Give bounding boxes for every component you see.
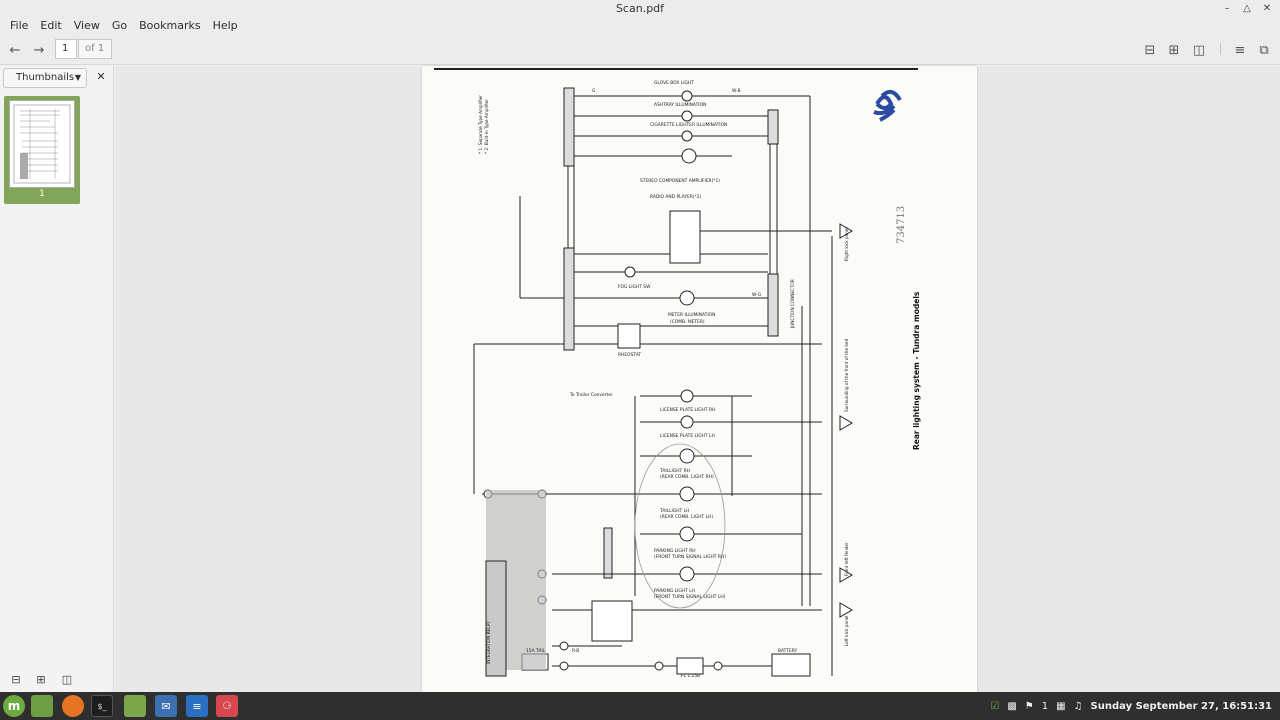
label-glove-box: GLOVE BOX LIGHT: [654, 80, 694, 86]
label-cigarette: CIGARETTE LIGHTER ILLUMINATION: [650, 122, 727, 128]
label-wire-r-b: R-B: [572, 648, 579, 654]
toolbar: ← → ⊟ ⊞ ◫ ≡ ⧉: [0, 34, 1280, 65]
window-title: Scan.pdf: [615, 2, 665, 15]
label-fusible-link: FL 1.25B: [681, 673, 700, 679]
wiring-diagram: GLOVE BOX LIGHT ASHTRAY ILLUMINATION CIG…: [434, 68, 921, 679]
close-sidebar-icon[interactable]: ✕: [96, 70, 106, 83]
network-icon[interactable]: ▦: [1056, 700, 1066, 712]
sidebar-zoom-out-icon[interactable]: ⊟: [11, 673, 21, 686]
label-right-kick: Right kick panel: [844, 227, 849, 261]
label-footnote-2: * 2: Built-in Type Amplifier: [484, 99, 489, 154]
label-taillight-rh-sub: (REAR COMB. LIGHT RH): [660, 474, 714, 480]
menu-bookmarks[interactable]: Bookmarks: [139, 19, 201, 32]
terminal-icon[interactable]: $_: [91, 695, 113, 717]
sidebar-mode-label: Thumbnails: [16, 72, 75, 83]
sidebar-zoom-controls: ⊟ ⊞ ◫: [0, 670, 114, 690]
label-meter: METER ILLUMINATION: [668, 312, 715, 318]
document-viewer-icon[interactable]: ⚆: [216, 695, 238, 717]
label-meter-sub: (COMB. METER): [670, 319, 705, 325]
label-fog: FOG LIGHT SW: [618, 284, 651, 290]
pdf-page: GLOVE BOX LIGHT ASHTRAY ILLUMINATION CIG…: [422, 66, 977, 692]
menu-bar: File Edit View Go Bookmarks Help: [0, 18, 1280, 34]
label-radio: RADIO AND PLAYER(*2): [650, 194, 702, 200]
menu-go[interactable]: Go: [111, 19, 128, 32]
menu-help[interactable]: Help: [212, 19, 238, 32]
show-desktop-icon[interactable]: [31, 695, 53, 717]
window-title-bar: Scan.pdf – △ ✕: [0, 0, 1280, 18]
document-view[interactable]: GLOVE BOX LIGHT ASHTRAY ILLUMINATION CIG…: [115, 66, 1280, 692]
notification-count: 1: [1041, 700, 1049, 712]
label-stereo: STEREO COMPONENT AMPLIFIER(*1): [640, 178, 720, 184]
toolbar-divider: [1220, 43, 1221, 55]
page-thumbnail[interactable]: 1: [4, 96, 80, 204]
sidebar-zoom-in-icon[interactable]: ⊞: [36, 673, 46, 686]
label-parking-lh: PARKING LIGHT LH: [654, 588, 695, 594]
label-license-lh: LICENSE PLATE LIGHT LH: [660, 433, 715, 439]
label-fuse: 15A TAIL: [526, 648, 546, 654]
chevron-down-icon: ▼: [74, 73, 81, 82]
notification-icon[interactable]: ⚑: [1024, 700, 1034, 712]
label-rheostat: RHEOSTAT: [618, 352, 641, 358]
label-wire-wb: W-B: [732, 88, 741, 94]
label-taillight-lh-sub: (REAR COMB. LIGHT LH): [660, 514, 713, 520]
handwritten-oval: [634, 443, 726, 609]
sound-icon[interactable]: ♫: [1073, 700, 1083, 712]
menu-edit[interactable]: Edit: [40, 19, 62, 32]
label-parking-rh-sub: (FRONT TURN SIGNAL LIGHT RH): [654, 554, 726, 560]
page-count: of 1: [78, 39, 112, 59]
sidebar: Thumbnails ▼ ✕ 1 ⊟ ⊞ ◫: [0, 66, 114, 692]
clock[interactable]: Sunday September 27, 16:51:31: [1090, 700, 1272, 712]
menu-file[interactable]: File: [10, 19, 29, 32]
mail-icon[interactable]: ✉: [155, 695, 177, 717]
thumbnail-diagram: [13, 104, 71, 184]
label-front-left: Front left fender: [844, 542, 849, 576]
label-parking-lh-sub: (FRONT TURN SIGNAL LIGHT LH): [654, 594, 726, 600]
dual-page-icon[interactable]: ⧉: [1259, 42, 1269, 58]
label-taillight-rh: TAILLIGHT RH: [659, 468, 690, 474]
label-relay: INTEGRATION RELAY: [486, 621, 491, 664]
page-number-input[interactable]: 1: [55, 39, 77, 59]
label-ashtray: ASHTRAY ILLUMINATION: [654, 102, 706, 108]
zoom-out-icon[interactable]: ⊟: [1144, 42, 1156, 58]
diagram-title: Rear lighting system - Tundra models: [912, 291, 921, 450]
label-battery: BATTERY: [778, 648, 798, 654]
label-junction-connector: JUNCTION CONNECTOR: [790, 279, 795, 329]
minimize-icon[interactable]: –: [1224, 3, 1230, 14]
shield-icon[interactable]: ☑: [990, 700, 1000, 712]
maximize-icon[interactable]: △: [1243, 3, 1251, 14]
thumbnail-page-number: 1: [39, 189, 45, 199]
zoom-in-icon[interactable]: ⊞: [1168, 42, 1180, 58]
taskbar: m $_ ✉ ≡ ⚆ ☑ ▩ ⚑ 1 ▦ ♫ Sunday September …: [0, 692, 1280, 720]
sidebar-fit-icon[interactable]: ◫: [61, 673, 73, 686]
thumbnail-preview: [9, 100, 75, 188]
label-left-kick: Left kick panel: [844, 616, 849, 646]
label-wire-g: G: [592, 88, 596, 94]
label-license-rh: LICENSE PLATE LIGHT RH: [660, 407, 715, 413]
continuous-icon[interactable]: ≡: [1234, 42, 1246, 58]
label-footnote-1: * 1: Separate Type Amplifier: [478, 95, 483, 154]
fit-page-icon[interactable]: ◫: [1192, 42, 1206, 58]
label-parking-rh: PARKING LIGHT RH: [654, 548, 696, 554]
label-wire-wg: W-G: [752, 292, 762, 298]
files-icon[interactable]: [124, 695, 146, 717]
close-icon[interactable]: ✕: [1262, 3, 1272, 14]
label-surrounding: Surrounding of the front of the bed: [844, 338, 849, 412]
publisher-logo: [873, 89, 902, 122]
menu-view[interactable]: View: [73, 19, 100, 32]
handwritten-number: 734713: [896, 206, 907, 244]
start-menu-icon[interactable]: m: [3, 695, 25, 717]
window-controls: – △ ✕: [1220, 0, 1274, 18]
forward-arrow-icon[interactable]: →: [33, 42, 45, 58]
system-tray: ☑ ▩ ⚑ 1 ▦ ♫ Sunday September 27, 16:51:3…: [990, 692, 1272, 720]
label-taillight-lh: TAILLIGHT LH: [659, 508, 689, 514]
firefox-icon[interactable]: [62, 695, 84, 717]
back-arrow-icon[interactable]: ←: [9, 42, 21, 58]
text-editor-icon[interactable]: ≡: [186, 695, 208, 717]
sidebar-mode-dropdown[interactable]: Thumbnails ▼: [3, 68, 87, 88]
label-trailer: To Trailer Converter: [569, 392, 613, 398]
clipboard-icon[interactable]: ▩: [1007, 700, 1017, 712]
integration-relay-box: [485, 560, 507, 677]
